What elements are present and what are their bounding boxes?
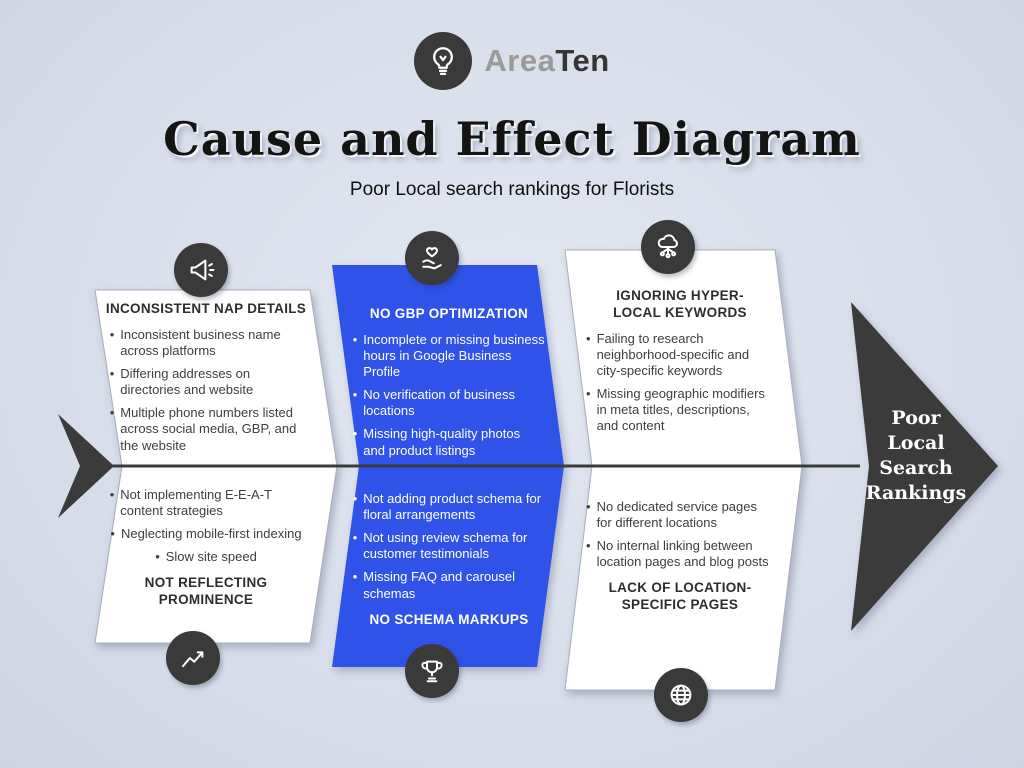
bullet-item: •Neglecting mobile-first indexing	[110, 526, 302, 542]
cause-section-keywords: IGNORING HYPER- LOCAL KEYWORDS •Failing …	[586, 288, 774, 434]
cause-heading: NO SCHEMA MARKUPS	[369, 611, 529, 627]
bullet-item: •Multiple phone numbers listed across so…	[109, 405, 297, 453]
brand-logo: AreaTen	[0, 32, 1024, 90]
cause-heading: LACK OF LOCATION- SPECIFIC PAGES	[608, 580, 752, 613]
brand-name-prefix: Area	[484, 43, 556, 78]
bullet-item: •Not using review schema for customer te…	[352, 530, 528, 562]
bullet-item: •Failing to research neighborhood-specif…	[586, 330, 750, 378]
cause-heading: NO GBP OPTIMIZATION	[369, 306, 529, 321]
bullet-item: •Missing FAQ and carousel schemas	[352, 569, 516, 601]
brand-name-suffix: Ten	[555, 43, 610, 78]
trophy-icon	[405, 644, 459, 698]
cause-bullets: •Incomplete or missing business hours in…	[351, 332, 547, 459]
effect-label: Poor Local Search Rankings	[862, 406, 970, 506]
cause-heading: INCONSISTENT NAP DETAILS	[105, 301, 307, 316]
bullet-item: •Differing addresses on directories and …	[109, 366, 254, 398]
page-title: Cause and Effect Diagram	[163, 112, 861, 166]
bullet-item: •Inconsistent business name across platf…	[109, 326, 281, 358]
bullet-item: •Not adding product schema for floral ar…	[352, 491, 542, 523]
cause-section-schema: •Not adding product schema for floral ar…	[351, 482, 547, 629]
bullet-item: •No dedicated service pages for differen…	[586, 499, 757, 531]
effect-line: Search	[879, 457, 953, 479]
effect-line: Poor	[891, 407, 941, 429]
bullet-item: •Slow site speed	[155, 549, 257, 565]
cause-section-location-pages: •No dedicated service pages for differen…	[586, 490, 774, 614]
bullet-item: •Missing geographic modifiers in meta ti…	[586, 386, 765, 434]
cause-bullets: •Inconsistent business name across platf…	[104, 327, 308, 454]
cause-bullets: •Not implementing E-E-A-T content strate…	[104, 487, 308, 565]
effect-line: Local	[887, 432, 945, 454]
cause-section-nap: INCONSISTENT NAP DETAILS •Inconsistent b…	[104, 301, 308, 454]
lightbulb-icon	[414, 32, 473, 90]
bullet-item: •Incomplete or missing business hours in…	[352, 331, 545, 380]
bullet-item: •Not implementing E-E-A-T content strate…	[109, 487, 272, 519]
bullet-item: •Missing high-quality photos and product…	[352, 426, 521, 458]
cause-bullets: •No dedicated service pages for differen…	[586, 499, 774, 570]
trend-chart-icon	[166, 631, 220, 685]
bullet-item: •No verification of business locations	[352, 387, 516, 419]
effect-arrow	[851, 302, 998, 631]
brand-name: AreaTen	[484, 43, 609, 79]
cause-section-prominence: •Not implementing E-E-A-T content strate…	[104, 478, 308, 609]
spine-start-arrow	[58, 414, 114, 518]
hand-heart-icon	[405, 231, 459, 285]
cause-section-gbp: NO GBP OPTIMIZATION •Incomplete or missi…	[351, 306, 547, 459]
cause-bullets: •Failing to research neighborhood-specif…	[586, 331, 774, 435]
cause-heading: IGNORING HYPER- LOCAL KEYWORDS	[613, 288, 747, 320]
cause-bullets: •Not adding product schema for floral ar…	[351, 491, 547, 602]
bullet-item: •No internal linking between location pa…	[586, 538, 769, 570]
cloud-network-icon	[641, 220, 695, 274]
cause-heading: NOT REFLECTING PROMINENCE	[144, 575, 268, 608]
megaphone-icon	[174, 243, 228, 297]
effect-line: Rankings	[865, 482, 967, 504]
globe-icon	[654, 668, 708, 722]
page-subtitle: Poor Local search rankings for Florists	[349, 179, 675, 200]
